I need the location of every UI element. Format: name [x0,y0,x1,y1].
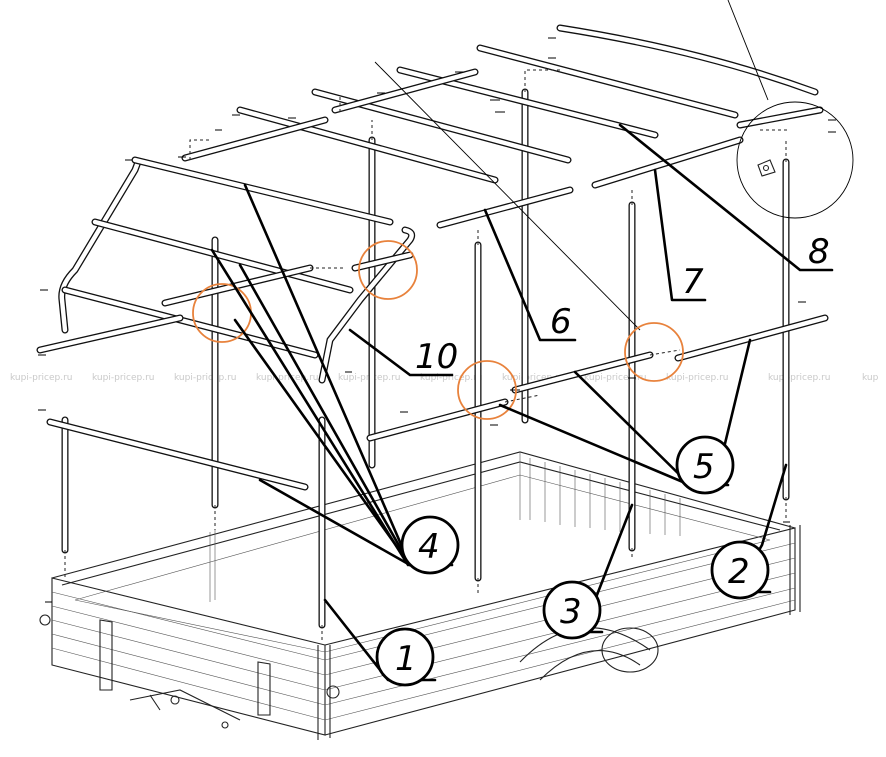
watermark-text: kupi-pricep.ru [502,373,564,383]
callout-label-10: 10 [415,337,458,377]
callout-label-1: 1 [395,639,417,679]
joint-highlights [192,240,684,420]
bolt-marks [38,37,836,603]
callout-label-2: 2 [728,552,750,592]
assembly-dashes [64,69,790,640]
callout-ring-3 [542,580,602,640]
joint-highlight-circle [624,322,684,382]
watermark-text: kupi-pricep.ru [420,373,482,383]
leader-lines [210,123,834,682]
frame-tubes [36,24,829,629]
joint-highlight-circle [457,360,517,420]
watermark-text: kupi-pricep.ru [92,373,154,383]
callout-label-8: 8 [808,232,830,272]
callouts: 1 2 3 4 5 6 7 8 10 [375,232,830,687]
callout-ring-2 [710,540,770,600]
callout-label-6: 6 [550,302,572,342]
detail-magnifier [374,0,854,331]
watermark-text: kupi-pricep.ru [256,373,318,383]
watermark-text: kupi-pricep.ru [768,373,830,383]
callout-label-5: 5 [693,447,715,487]
watermark-text: kupi-pricep.ru [584,373,646,383]
watermark-text: kupi-pricep.ru [10,373,72,383]
trailer-body [39,451,801,740]
joint-highlight-circle [358,240,418,300]
callout-ring-5 [675,435,735,495]
callout-label-7: 7 [682,262,704,302]
callout-label-3: 3 [560,592,582,632]
callout-ring-4 [400,515,460,575]
watermark-text: kupi-pricep.ru [666,373,728,383]
watermark-text: kup [862,373,879,383]
callout-label-4: 4 [418,527,440,567]
callout-ring-1 [375,627,435,687]
watermark-text: kupi-pricep.ru [174,373,236,383]
